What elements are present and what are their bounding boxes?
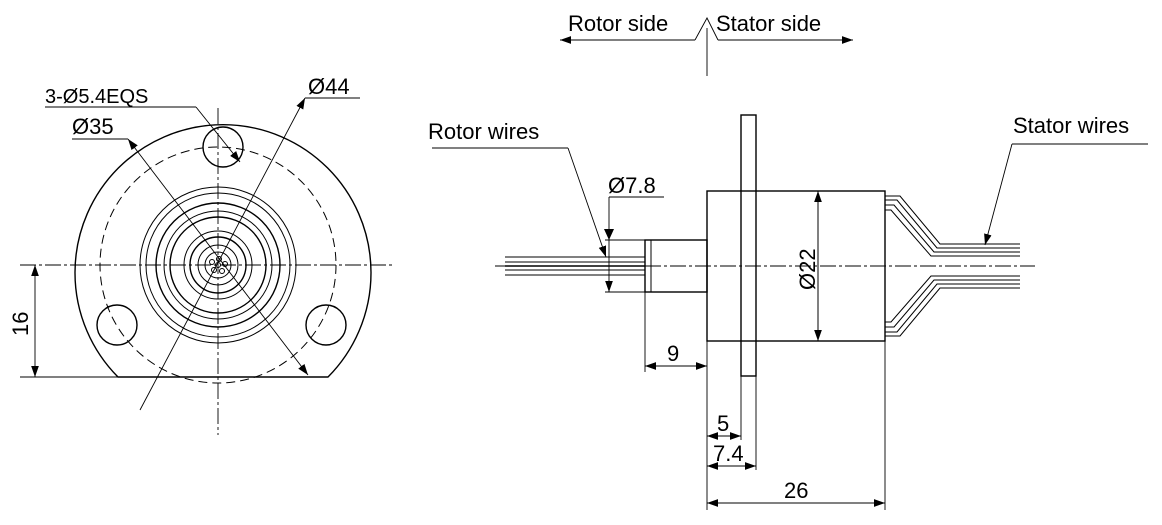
dim9-label: 9 bbox=[667, 341, 679, 366]
dim5-label: 5 bbox=[717, 411, 729, 436]
dia22-label: Ø22 bbox=[795, 248, 820, 290]
mounting-hole-right bbox=[305, 304, 347, 346]
flange-outline bbox=[74, 124, 372, 378]
side-view: Rotor side Stator side bbox=[428, 11, 1148, 510]
dim26-label: 26 bbox=[784, 478, 808, 503]
side-flange bbox=[740, 114, 757, 377]
dim74-label: 7.4 bbox=[713, 441, 744, 466]
side-divider-peak bbox=[694, 17, 719, 41]
rotor-side-label: Rotor side bbox=[568, 11, 668, 36]
dia78-label: Ø7.8 bbox=[608, 173, 656, 198]
front-view: Ø44 Ø35 3-Ø5.4EQS 16 bbox=[8, 74, 392, 435]
stator-wires-leader bbox=[984, 143, 1013, 246]
stator-wires-label: Stator wires bbox=[1013, 113, 1129, 138]
dia78-arrow-top bbox=[604, 229, 614, 240]
stator-wire-bundle bbox=[885, 195, 1020, 337]
hole-callout-label: 3-Ø5.4EQS bbox=[45, 86, 148, 108]
rotor-wires-leader bbox=[567, 147, 607, 258]
dia44-label: Ø44 bbox=[308, 74, 350, 99]
dia35-leader bbox=[127, 138, 309, 376]
mounting-hole-left bbox=[96, 304, 138, 346]
height-label: 16 bbox=[8, 312, 33, 336]
dia35-label: Ø35 bbox=[72, 114, 114, 139]
stator-side-label: Stator side bbox=[716, 11, 821, 36]
hole-callout-leader bbox=[195, 106, 241, 163]
rotor-wires-label: Rotor wires bbox=[428, 119, 539, 144]
